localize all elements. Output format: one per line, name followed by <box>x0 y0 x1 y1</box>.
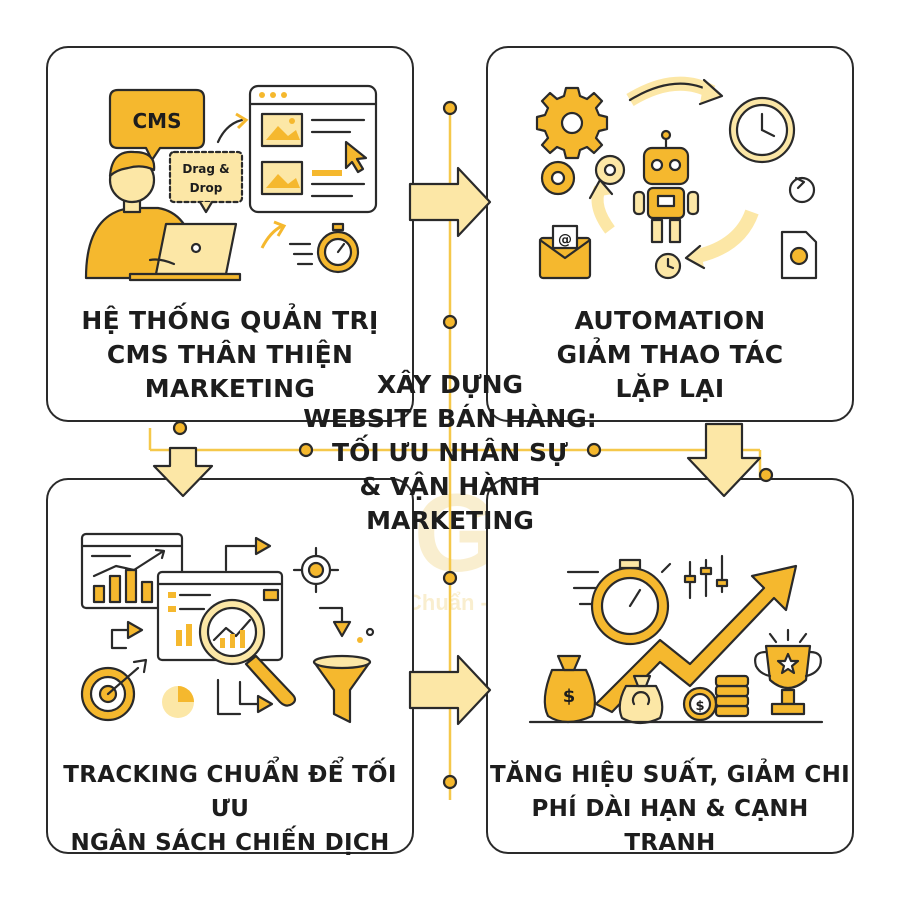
drag-drop-label-2: Drop <box>190 181 223 195</box>
card-tracking-title: TRACKING CHUẨN ĐỂ TỐI ƯU NGÂN SÁCH CHIẾN… <box>63 762 397 856</box>
automation-illustration <box>535 76 818 280</box>
tracking-illustration <box>80 532 375 724</box>
center-title: XÂY DỰNG WEBSITE BÁN HÀNG: TỐI ƯU NHÂN S… <box>303 370 597 535</box>
connector-dots <box>172 100 774 790</box>
arrow-right-top <box>408 166 492 238</box>
dollar-symbol-bag: $ <box>563 686 576 707</box>
performance-illustration <box>528 554 824 725</box>
cms-badge-label: CMS <box>133 109 182 133</box>
dollar-symbol-coin: $ <box>695 699 704 714</box>
arrow-down-right <box>686 422 762 498</box>
card-cms-title: HỆ THỐNG QUẢN TRỊ CMS THÂN THIỆN MARKETI… <box>81 306 379 403</box>
cms-illustration <box>84 84 378 282</box>
email-at-symbol: @ <box>558 232 572 248</box>
card-automation-title: AUTOMATION GIẢM THAO TÁC LẶP LẠI <box>556 306 784 403</box>
arrow-down-left <box>152 446 214 498</box>
card-performance-title: TĂNG HIỆU SUẤT, GIẢM CHI PHÍ DÀI HẠN & C… <box>489 762 851 856</box>
drag-drop-label-1: Drag & <box>182 162 229 176</box>
arrow-right-bottom <box>408 654 492 726</box>
